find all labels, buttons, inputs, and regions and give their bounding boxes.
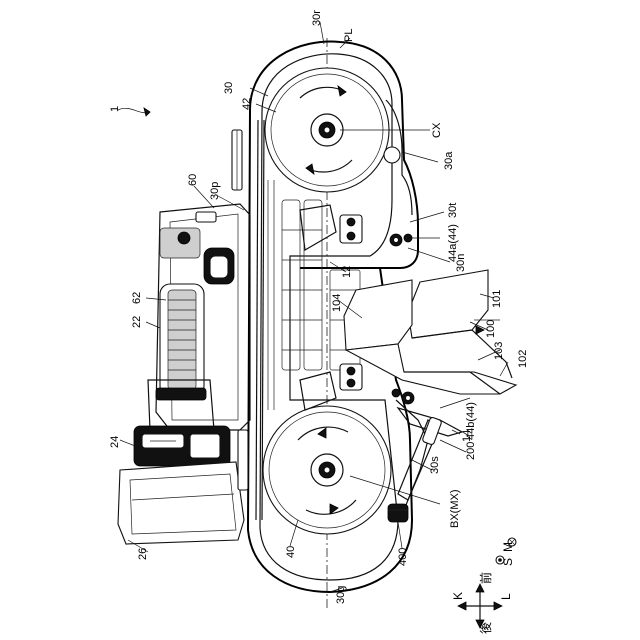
label-24: 24 bbox=[109, 436, 121, 448]
label-30r: 30r bbox=[311, 10, 323, 26]
label-102: 102 bbox=[517, 350, 529, 368]
roller-400 bbox=[388, 504, 408, 522]
label-22: 22 bbox=[131, 316, 143, 328]
lever-200 bbox=[422, 417, 442, 446]
label-pl: PL bbox=[343, 29, 355, 42]
label-26: 26 bbox=[137, 548, 149, 560]
motor-62 bbox=[160, 284, 204, 396]
label-104: 104 bbox=[331, 294, 343, 312]
lower-wheel bbox=[263, 406, 391, 534]
battery-pack-26 bbox=[118, 462, 244, 544]
label-30s: 30s bbox=[429, 456, 441, 474]
compass-k: K bbox=[451, 592, 465, 600]
compass-front: 前 bbox=[478, 572, 493, 584]
label-42: 42 bbox=[241, 98, 253, 110]
label-103: 103 bbox=[493, 342, 505, 360]
label-60: 60 bbox=[187, 174, 199, 186]
compass-s: S bbox=[501, 558, 515, 566]
compass-back: 後 bbox=[479, 622, 493, 634]
direction-compass: 前 後 K L S M bbox=[451, 538, 516, 634]
label-14: 14 bbox=[461, 430, 473, 442]
compass-m: M bbox=[501, 542, 515, 552]
blade-guide-upper bbox=[340, 215, 412, 246]
label-200: 200 bbox=[465, 442, 477, 460]
compass-l: L bbox=[499, 593, 513, 600]
label-30a: 30a bbox=[443, 151, 455, 170]
battery-24 bbox=[134, 426, 230, 466]
support-arm bbox=[300, 205, 336, 250]
label-30n: 30n bbox=[455, 254, 467, 272]
label-40: 40 bbox=[285, 546, 297, 558]
connector-30p bbox=[232, 130, 248, 490]
label-100: 100 bbox=[485, 320, 497, 338]
label-30t: 30t bbox=[447, 203, 459, 218]
label-cx: CX bbox=[431, 122, 443, 138]
band-blade-left bbox=[256, 120, 258, 520]
label-30: 30 bbox=[223, 82, 235, 94]
label-101: 101 bbox=[491, 290, 503, 308]
label-400: 400 bbox=[397, 548, 409, 566]
label-12: 12 bbox=[341, 266, 353, 278]
label-1: 1 bbox=[109, 106, 121, 112]
tension-knob-upper bbox=[384, 147, 400, 163]
label-bx: BX(MX) bbox=[449, 490, 461, 529]
label-30p: 30p bbox=[209, 182, 221, 200]
label-30g: 30g bbox=[335, 586, 347, 604]
label-62: 62 bbox=[131, 292, 143, 304]
support-arm-lower bbox=[300, 372, 336, 410]
